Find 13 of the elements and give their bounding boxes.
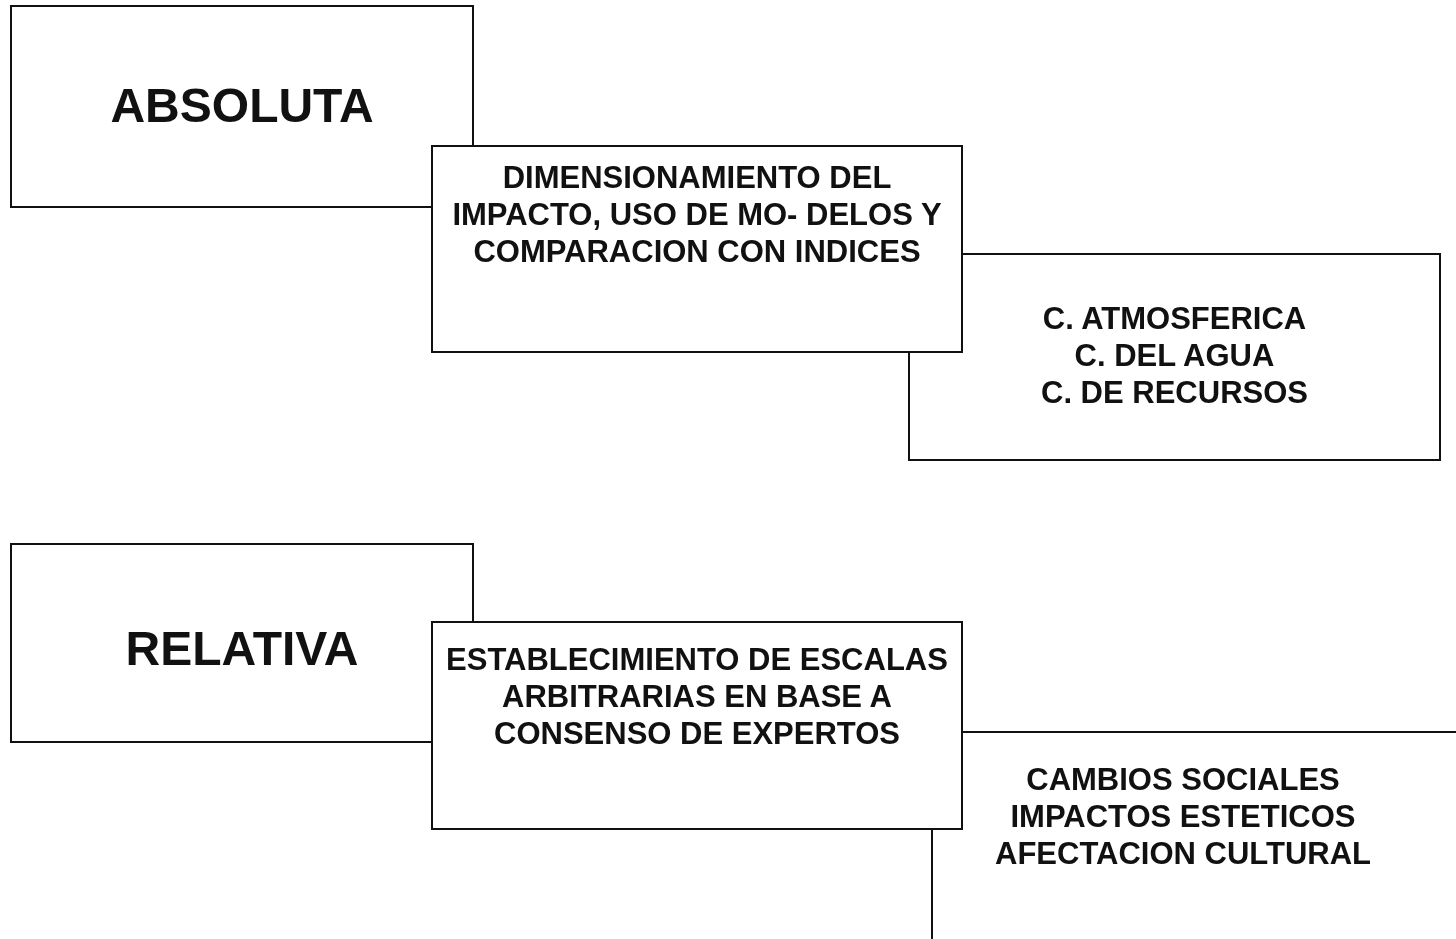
box-text: DIMENSIONAMIENTO DEL IMPACTO, USO DE MO- DELOS Y COMPARACION CON INDICES [451,159,943,271]
text-box [431,621,963,830]
box-text: ESTABLECIMIENTO DE ESCALAS ARBITRARIAS EN BASE A CONSENSO DE EXPERTOS [446,641,948,753]
heading-text: ABSOLUTA [110,78,374,134]
box-text: C. DEL AGUA [1074,337,1275,375]
box-text: C. ATMOSFERICA [1042,300,1307,338]
heading-text: RELATIVA [125,621,359,677]
text-box [931,731,1456,939]
text-box [431,145,963,353]
box-text: CAMBIOS SOCIALES [1025,761,1341,799]
box-text: IMPACTOS ESTETICOS [1009,798,1357,836]
box-text: C. DE RECURSOS [1041,374,1308,412]
box-text: AFECTACION CULTURAL [994,835,1372,873]
